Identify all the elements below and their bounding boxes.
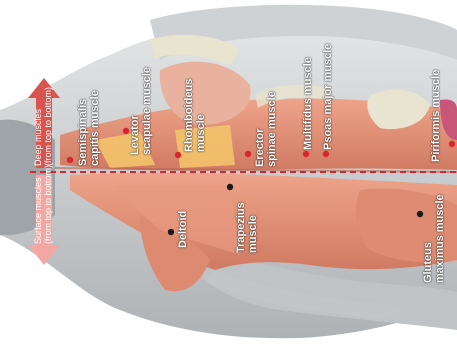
piriformis-line1: Piriformis muscle bbox=[430, 80, 442, 162]
label-psoas: Psoas major muscle bbox=[322, 68, 334, 150]
semispinalis-line1: Semispinalis bbox=[77, 96, 89, 166]
dot-semispinalis bbox=[67, 157, 73, 163]
label-semispinalis: Semispinalis capitis muscle bbox=[77, 96, 101, 166]
levator-line1: Levator bbox=[129, 85, 141, 155]
label-piriformis: Piriformis muscle bbox=[430, 80, 442, 162]
dot-erector bbox=[245, 151, 251, 157]
psoas-line1: Psoas major muscle bbox=[322, 68, 334, 150]
dot-piriformis bbox=[449, 141, 455, 147]
label-multifidus: Multifidus muscle bbox=[302, 68, 314, 150]
gluteus-line1: Gluteus bbox=[422, 208, 434, 283]
label-trapezius: Trapezius muscle bbox=[235, 195, 259, 253]
deep-muscles-label: Deep muscles (from top to bottom) bbox=[33, 108, 53, 166]
levator-line2: scapulae muscle bbox=[141, 85, 153, 155]
dot-psoas bbox=[323, 151, 329, 157]
label-erector: Erector spinae muscle bbox=[254, 107, 278, 167]
multifidus-line1: Multifidus muscle bbox=[302, 68, 314, 150]
trapezius-line2: muscle bbox=[247, 195, 259, 253]
deltoid-line1: Deltoid bbox=[177, 203, 189, 248]
rhomboideus-line2: muscle bbox=[195, 97, 207, 152]
erector-line1: Erector bbox=[254, 107, 266, 167]
rhomboideus-line1: Rhomboideus bbox=[183, 97, 195, 152]
semispinalis-line2: capitis muscle bbox=[89, 96, 101, 166]
dot-multifidus bbox=[303, 151, 309, 157]
gluteus-line2: maximus muscle bbox=[434, 208, 446, 283]
label-levator: Levator scapulae muscle bbox=[129, 85, 153, 155]
surface-muscles-subtitle: (from top to bottom) bbox=[43, 178, 53, 244]
dot-rhomboideus bbox=[175, 152, 181, 158]
dot-deltoid bbox=[168, 229, 174, 235]
label-deltoid: Deltoid bbox=[177, 203, 189, 248]
label-gluteus: Gluteus maximus muscle bbox=[422, 208, 446, 283]
erector-line2: spinae muscle bbox=[266, 107, 278, 167]
surface-muscles-label: Surface muscles (from top to bottom) bbox=[33, 178, 53, 244]
trapezius-line1: Trapezius bbox=[235, 195, 247, 253]
label-rhomboideus: Rhomboideus muscle bbox=[183, 97, 207, 152]
surface-muscles-title: Surface muscles bbox=[33, 178, 43, 244]
dot-trapezius bbox=[227, 184, 233, 190]
deep-muscles-title: Deep muscles bbox=[33, 108, 43, 166]
deep-muscles-subtitle: (from top to bottom) bbox=[43, 108, 53, 166]
